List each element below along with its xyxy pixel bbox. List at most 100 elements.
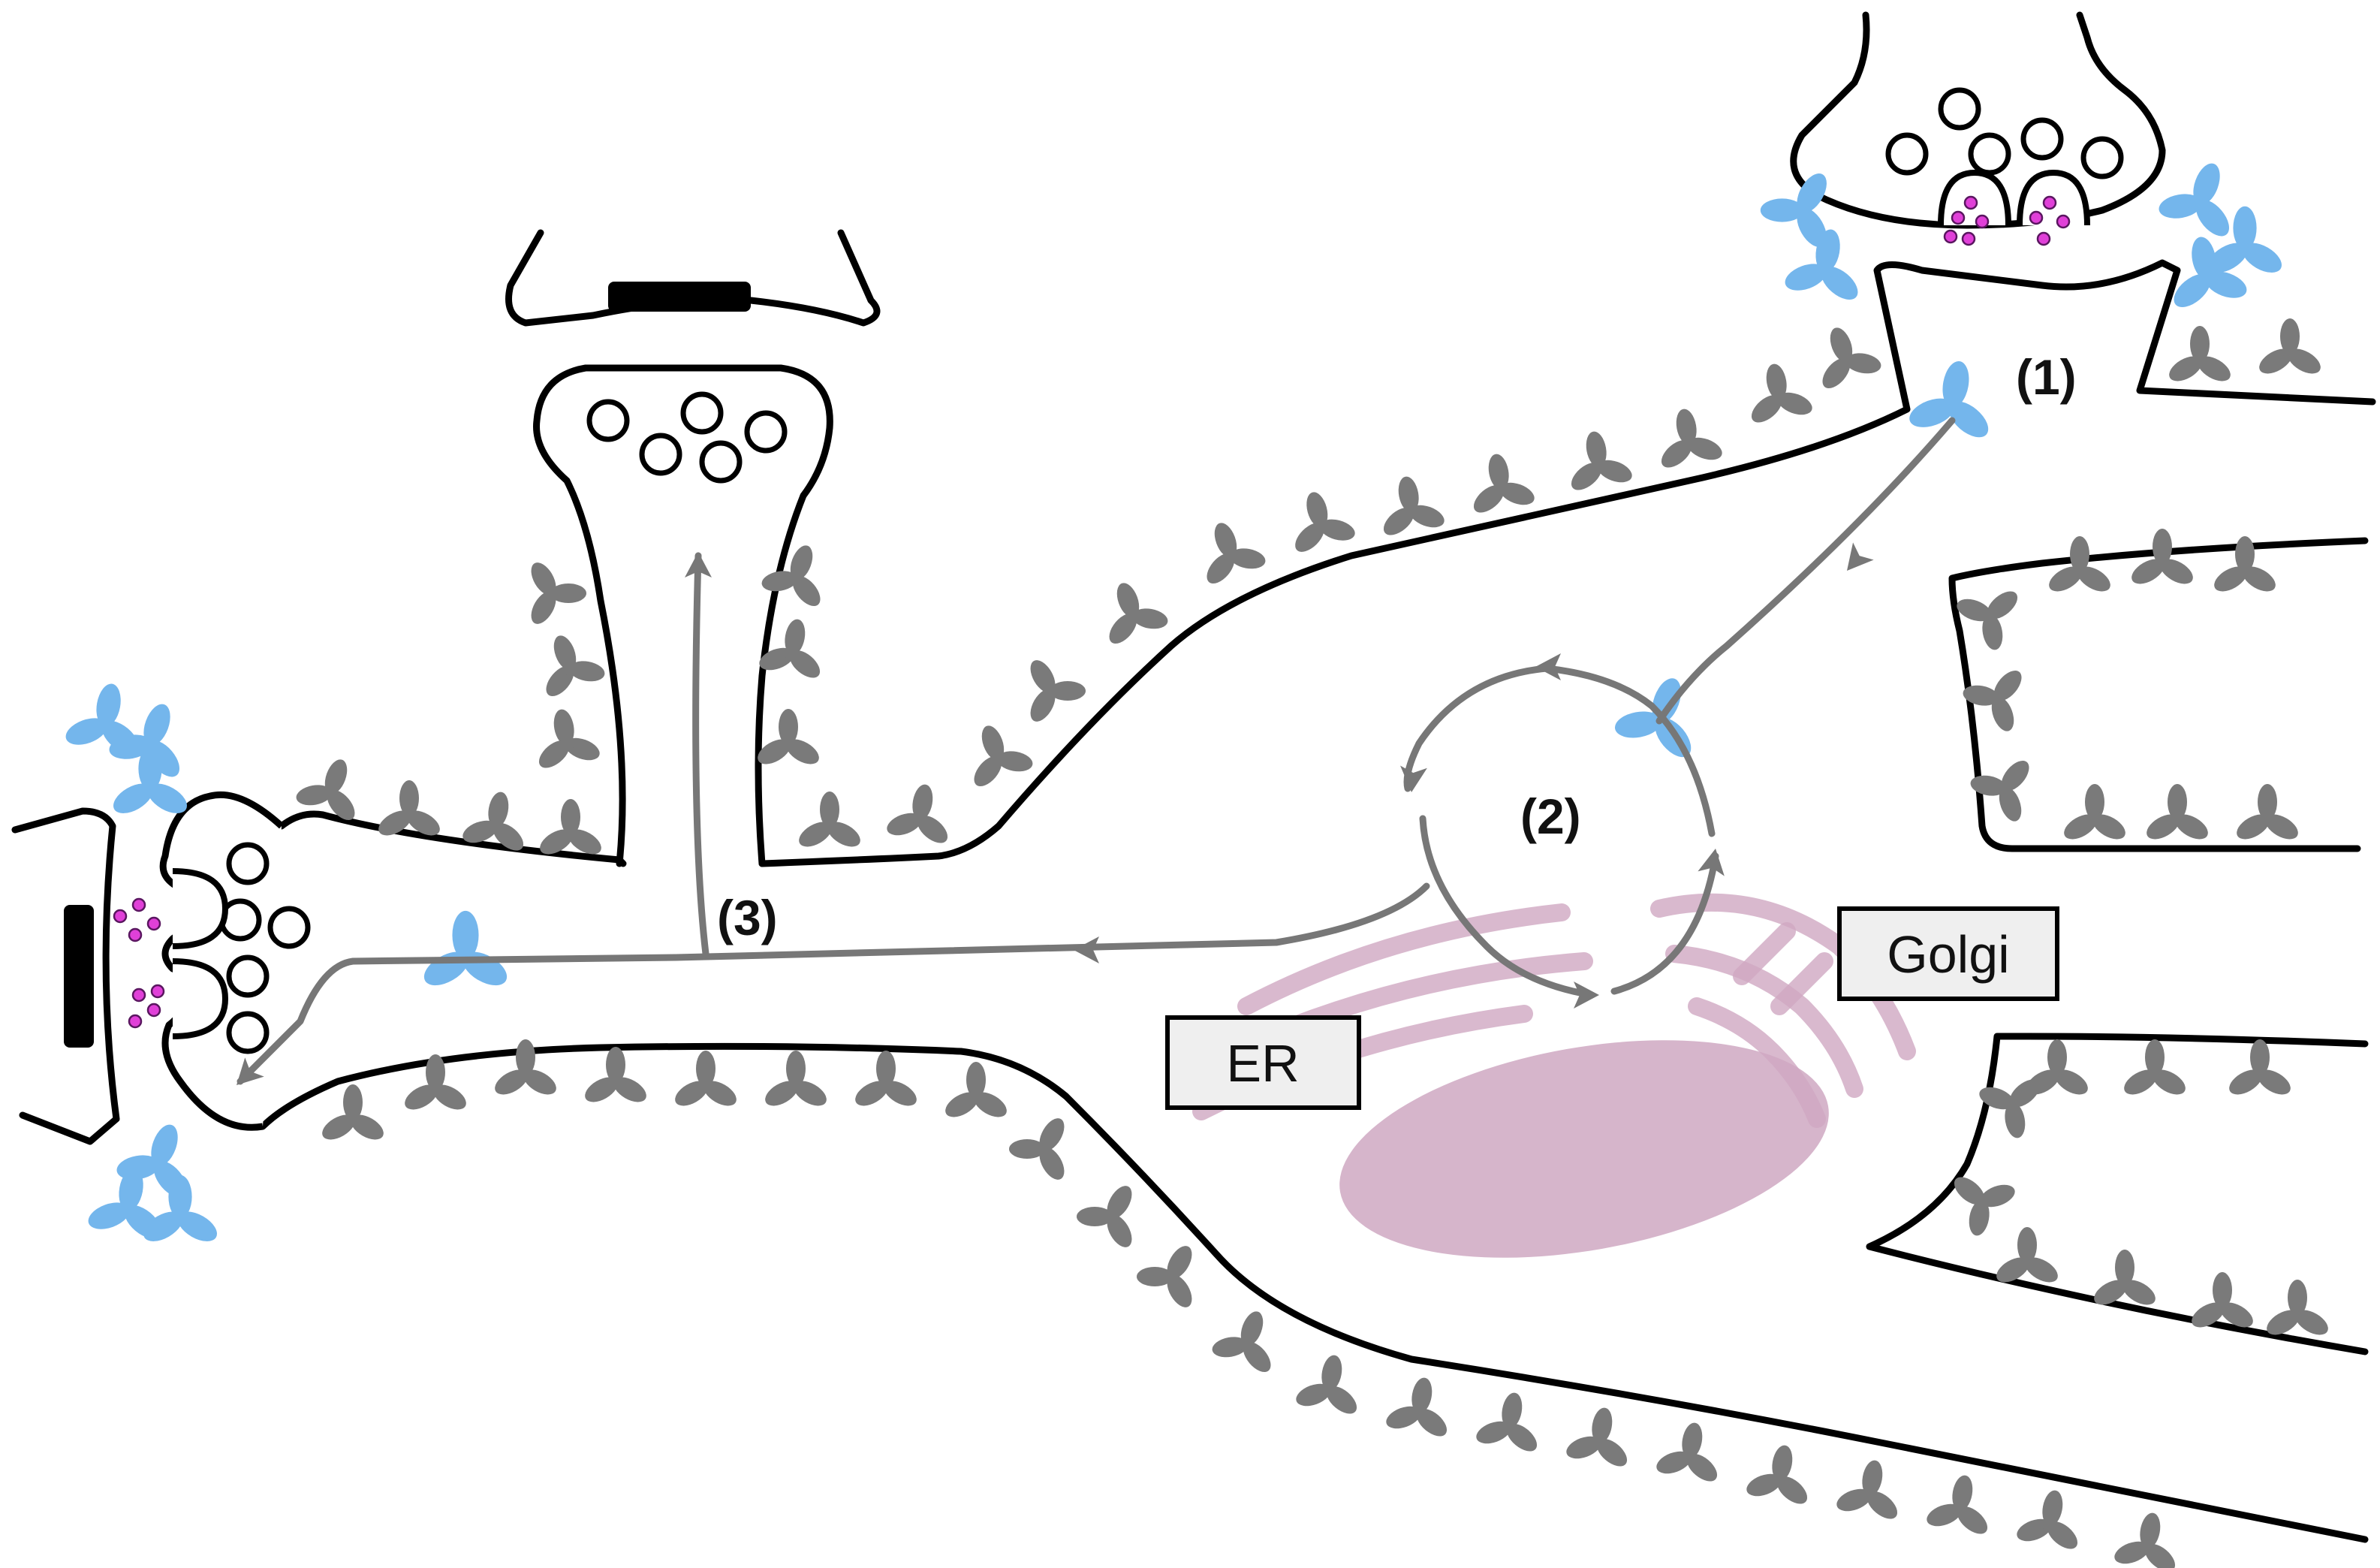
blue-receptor-icon <box>2159 163 2230 237</box>
vesicle-circle-icon <box>226 842 270 885</box>
blue-receptor-icon <box>1785 229 1858 300</box>
organelles <box>1192 893 1916 1258</box>
vesicle-circle-icon <box>680 391 724 435</box>
gray-receptor-icon <box>1751 363 1812 423</box>
neurotransmitter-dot <box>113 909 128 924</box>
vesicle-circle-icon <box>744 410 788 454</box>
postsynaptic-density <box>608 282 751 312</box>
neurotransmitter-dot <box>1951 210 1966 225</box>
neurotransmitter-dot <box>1963 195 1978 210</box>
vesicle-circle-icon <box>1885 132 1929 176</box>
gray-receptor-icon <box>2214 536 2276 592</box>
neuron-membrane <box>259 11 2376 1543</box>
vesicle-circle-icon <box>267 906 311 949</box>
gray-receptor-icon <box>1476 1392 1538 1452</box>
gray-receptor-icon <box>2114 1512 2176 1568</box>
blue-receptor-icon <box>1909 360 1989 438</box>
step-2-label: (2) <box>1520 789 1581 844</box>
gray-receptor-icon <box>1009 1118 1065 1180</box>
gray-receptor-icon <box>1954 1177 2015 1236</box>
nucleus <box>1339 1040 1829 1258</box>
blue-receptor-icon <box>113 746 187 813</box>
golgi-apparatus <box>1650 893 1916 1128</box>
neurotransmitter-dot <box>146 916 161 931</box>
neurotransmitter-dot <box>131 988 146 1003</box>
gray-receptors <box>296 318 2328 1568</box>
vesicle-circle-icon <box>2080 136 2124 179</box>
blue-receptors <box>65 163 2282 1241</box>
pathway-arrowheads <box>236 542 1874 1085</box>
gray-receptor-icon <box>296 759 355 821</box>
neurotransmitter-dot <box>2056 214 2071 229</box>
arrowhead-icon <box>236 1057 264 1085</box>
gray-receptor-icon <box>2017 1490 2078 1549</box>
gray-receptor-icon <box>1996 1227 2058 1283</box>
neurotransmitter-dot <box>150 984 165 999</box>
neurotransmitter-dot <box>146 1003 161 1018</box>
gray-receptor-icon <box>2237 784 2298 840</box>
gray-receptor-icon <box>2192 1272 2253 1328</box>
gray-receptor-icon <box>2229 1039 2291 1095</box>
gray-receptor-icon <box>1746 1445 1808 1504</box>
gray-receptor-icon <box>1979 1079 2041 1138</box>
gray-receptor-icon <box>540 799 601 855</box>
golgi-label-box: Golgi <box>1837 906 2059 1001</box>
gray-receptor-icon <box>855 1051 917 1106</box>
golgi-label: Golgi <box>1887 925 2009 984</box>
vesicle-circle-icon <box>1938 87 1981 131</box>
gray-receptor-icon <box>462 792 524 851</box>
gray-receptor-icon <box>2147 784 2208 840</box>
postsynaptic-density-left <box>64 905 94 1048</box>
gray-receptor-icon <box>1030 660 1086 722</box>
arrowhead-icon <box>685 552 712 577</box>
gray-receptor-icon <box>675 1051 737 1106</box>
pathway-from-golgi <box>1419 815 1595 999</box>
gray-receptor-icon <box>1207 523 1266 584</box>
gray-receptor-icon <box>2094 1250 2156 1305</box>
blue-receptor-icon <box>423 910 508 986</box>
arrowhead-icon <box>1574 982 1599 1009</box>
gray-receptor-icon <box>405 1054 466 1110</box>
er-label-box: ER <box>1165 1015 1361 1110</box>
arrowhead-icon <box>1698 849 1725 876</box>
gray-receptor-icon <box>759 619 821 678</box>
step-1-label: (1) <box>2016 349 2077 405</box>
blue-receptor-icon <box>109 704 180 777</box>
arrowhead-icon <box>1074 936 1099 963</box>
gray-receptor-icon <box>531 562 586 624</box>
gray-receptor-icon <box>1927 1475 1988 1534</box>
spine-left-wall <box>533 364 833 867</box>
gray-receptor-icon <box>585 1047 646 1102</box>
neurotransmitter-dot <box>131 897 146 912</box>
blue-receptor-icon <box>88 1168 161 1239</box>
gray-receptor-icon <box>2267 1280 2328 1335</box>
gray-receptor-icon <box>1566 1407 1628 1467</box>
gray-receptor-icon <box>1970 760 2029 822</box>
neurotransmitter-dot <box>1961 231 1976 246</box>
gray-receptor-icon <box>2131 529 2193 584</box>
gray-receptor-icon <box>1473 454 1535 513</box>
gray-receptor-icon <box>2026 1039 2088 1095</box>
gray-receptor-icon <box>2064 784 2125 840</box>
gray-receptor-icon <box>1957 591 2018 650</box>
trafficking-pathway <box>236 417 1956 1085</box>
vesicle-circle-icon <box>226 954 270 998</box>
gray-receptor-icon <box>546 635 605 697</box>
neurotransmitter-dot <box>1943 229 1958 244</box>
gray-receptor-icon <box>378 780 440 836</box>
neurotransmitter-dot <box>128 927 143 942</box>
postsynaptic-cup-top-left <box>505 229 881 327</box>
arrowhead-icon <box>1535 653 1561 680</box>
gray-receptor-icon <box>1212 1311 1271 1373</box>
neurotransmitter-dot <box>1975 214 1990 229</box>
gray-receptor-icon <box>799 792 860 847</box>
vesicle-circle-icon <box>586 399 630 442</box>
pathway-endocytosis <box>1655 417 1956 725</box>
neurotransmitter-dot <box>2042 195 2057 210</box>
blue-receptor-icon <box>1760 173 1827 247</box>
pathway-to-spine <box>692 552 709 957</box>
gray-receptor-icon <box>1386 1377 1448 1437</box>
arrowhead-icon <box>1847 542 1874 571</box>
gray-receptor-icon <box>495 1039 556 1095</box>
pathway-anterograde <box>236 882 1430 1085</box>
